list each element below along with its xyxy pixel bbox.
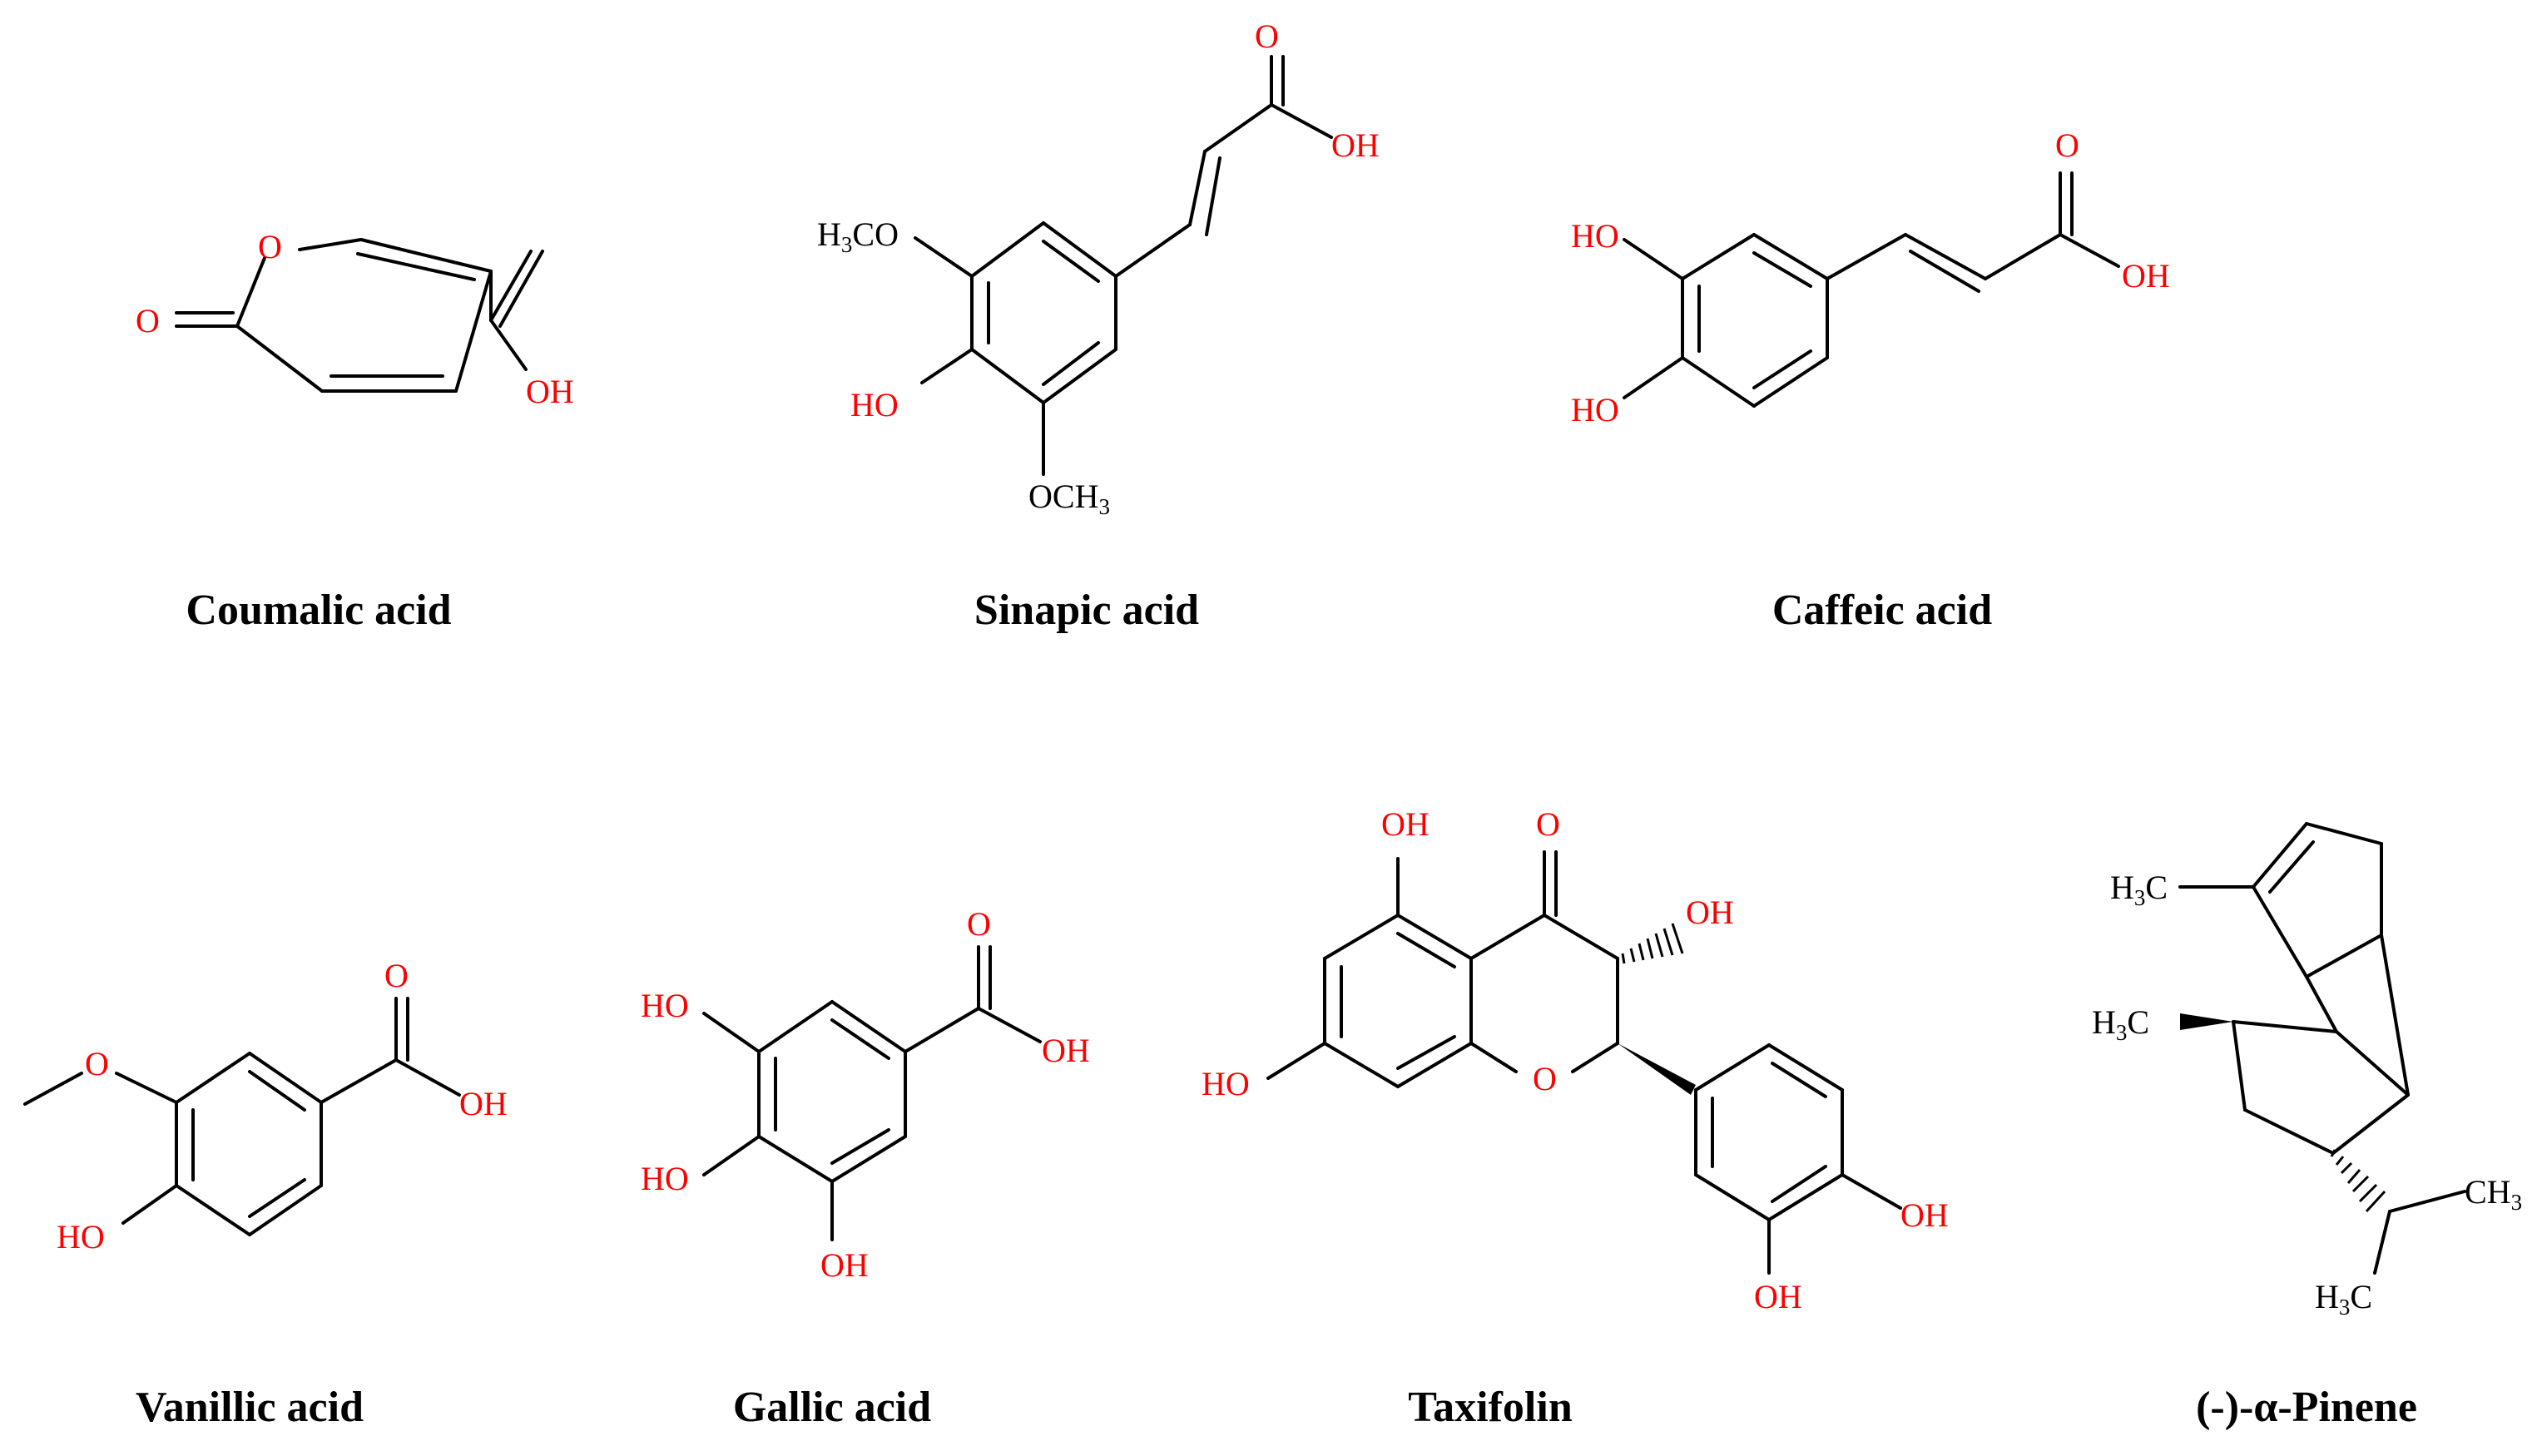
molecule-alpha-pinene: H3C H3C CH3 H3C (-)-α-Pinene xyxy=(2092,822,2522,1431)
methoxy-bottom-label: OCH3 xyxy=(1028,478,1110,519)
hydroxyl-3-prime-label: OH xyxy=(1754,1278,1802,1315)
compound-name-sinapic-acid: Sinapic acid xyxy=(974,587,1199,634)
carbonyl-4-oxygen-label: O xyxy=(1536,805,1560,843)
molecule-taxifolin: OH O OH HO O OH OH Taxifolin xyxy=(1202,805,1949,1431)
carbonyl-oxygen-label: O xyxy=(967,905,991,943)
methoxy-top-label: H3CO xyxy=(817,215,899,257)
carbonyl-oxygen-label: O xyxy=(1255,17,1279,55)
methoxy-oxygen-label: O xyxy=(85,1045,109,1082)
compound-name-caffeic-acid: Caffeic acid xyxy=(1772,587,1992,634)
molecule-caffeic-acid: O OH HO HO Caffeic acid xyxy=(1571,126,2170,634)
ring-oxygen-label: O xyxy=(1533,1060,1557,1097)
bonds xyxy=(702,945,1042,1241)
ring-hydroxyl-label: HO xyxy=(57,1218,105,1255)
stereo-wedge xyxy=(2180,1013,2233,1030)
stereo-hash xyxy=(1621,923,1684,964)
carbonyl-oxygen-label: O xyxy=(136,302,160,339)
hydroxyl-7-label: HO xyxy=(1202,1065,1250,1102)
top-hydroxyl-label: HO xyxy=(641,987,689,1024)
methyl-middle-label: H3C xyxy=(2092,1003,2149,1045)
hydroxyl-3-label: OH xyxy=(1686,894,1734,931)
methyl-top-label: H3C xyxy=(2110,869,2168,910)
compound-name-alpha-pinene: (-)-α-Pinene xyxy=(2196,1384,2417,1431)
bonds xyxy=(175,238,544,393)
acid-hydroxyl-label: OH xyxy=(459,1085,508,1122)
methyl-bottom-label: H3C xyxy=(2315,1278,2372,1320)
stereo-wedge xyxy=(1618,1043,1696,1095)
bonds xyxy=(1266,850,1902,1275)
acid-hydroxyl-label: OH xyxy=(1042,1032,1090,1069)
carbonyl-oxygen-label: O xyxy=(384,957,409,994)
ring-hydroxyl-label: HO xyxy=(850,386,899,423)
stereo-hash xyxy=(2330,1149,2386,1213)
hydroxyl-4-prime-label: OH xyxy=(1900,1196,1949,1234)
compound-name-gallic-acid: Gallic acid xyxy=(733,1384,931,1431)
hydroxyl-label: OH xyxy=(526,373,574,410)
top-hydroxyl-label: HO xyxy=(1571,217,1619,255)
bottom-hydroxyl-label: OH xyxy=(820,1246,869,1284)
bonds xyxy=(23,997,461,1236)
bottom-hydroxyl-label: HO xyxy=(1571,391,1619,428)
middle-hydroxyl-label: HO xyxy=(641,1160,689,1197)
compound-name-vanillic-acid: Vanillic acid xyxy=(136,1384,364,1431)
molecule-vanillic-acid: O O OH HO Vanillic acid xyxy=(23,957,508,1431)
compound-name-coumalic-acid: Coumalic acid xyxy=(186,587,451,634)
ring-oxygen-label: O xyxy=(258,228,282,265)
molecule-sinapic-acid: O OH H3CO HO OCH3 Sinapic acid xyxy=(817,17,1380,634)
carbonyl-oxygen-label: O xyxy=(2055,126,2079,164)
molecule-coumalic-acid: O O OH Coumalic acid xyxy=(136,228,574,634)
bonds xyxy=(1623,171,2120,408)
methyl-right-label: CH3 xyxy=(2465,1173,2522,1215)
acid-hydroxyl-label: OH xyxy=(2122,257,2170,295)
molecule-gallic-acid: O OH HO HO OH Gallic acid xyxy=(641,905,1090,1431)
bonds xyxy=(2178,822,2466,1275)
bonds xyxy=(914,55,1333,476)
acid-hydroxyl-label: OH xyxy=(1331,126,1380,164)
compound-name-taxifolin: Taxifolin xyxy=(1408,1384,1573,1431)
hydroxyl-5-label: OH xyxy=(1381,805,1430,843)
